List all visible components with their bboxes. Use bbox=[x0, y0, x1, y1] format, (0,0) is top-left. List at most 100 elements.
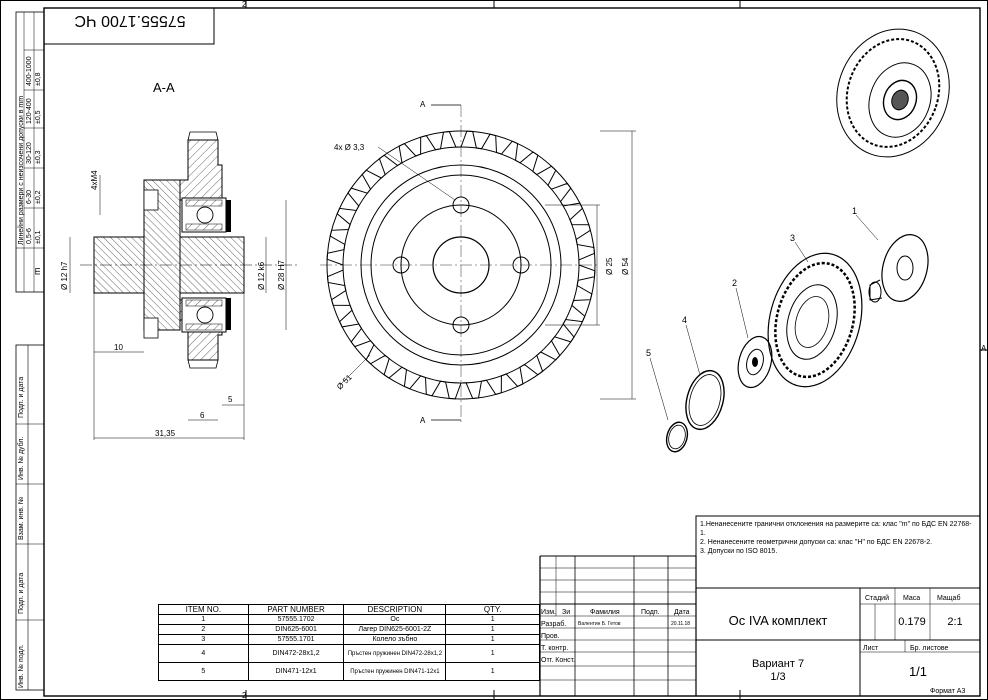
bom-row: 5 DIN471-12x1 Пръстен пружинен DIN471-12… bbox=[158, 662, 540, 681]
bom-cell-item: 4 bbox=[158, 644, 249, 663]
tb-col-izm: Изм. bbox=[541, 609, 556, 616]
tb-sheets-label: Бр. листове bbox=[910, 645, 949, 652]
tb-col-family: Фамилия bbox=[590, 609, 620, 616]
tb-scale-label: Мащаб bbox=[937, 594, 960, 602]
iso-assembled-view bbox=[836, 28, 950, 158]
bom-header-row: ITEM NO. PART NUMBER DESCRIPTION QTY. bbox=[158, 604, 540, 615]
gear-teeth bbox=[326, 130, 596, 400]
dim-d12h7: Ø 12 h7 bbox=[60, 261, 69, 290]
tol-range-2: 6-30 bbox=[26, 189, 33, 204]
drawing-number: 57555.1700 ЧС bbox=[74, 12, 185, 29]
bom-cell-part: 57555.1702 bbox=[247, 614, 345, 625]
dim-l10: 10 bbox=[114, 343, 123, 352]
tb-variant: Вариант 7 bbox=[752, 658, 804, 670]
tol-range-1: 0,5-6 bbox=[26, 228, 33, 244]
balloon-3: 3 bbox=[790, 233, 795, 243]
bom-cell-qty: 1 bbox=[445, 614, 540, 625]
title-block-lines bbox=[539, 515, 981, 696]
bom-header-qty: QTY. bbox=[445, 604, 540, 615]
dim-thread: 4xM4 bbox=[90, 170, 99, 190]
bom-cell-desc: Пръстен пружинен DIN472-28x1,2 bbox=[343, 644, 447, 663]
tolerance-title: Линейни размери с неизсочени допуски в m… bbox=[18, 95, 25, 245]
bom-cell-item: 1 bbox=[158, 614, 249, 625]
side-label-3: Взам. инв. № bbox=[18, 496, 25, 540]
dim-d28H7: Ø 28 H7 bbox=[277, 260, 286, 290]
balloon-4: 4 bbox=[682, 315, 687, 325]
side-label-5: Инв. № подл. bbox=[18, 644, 25, 688]
tol-value-1: ±0,1 bbox=[35, 230, 42, 244]
section-view: A-A 4xM4 Ø 12 h7 Ø 12 k6 Ø 28 bbox=[60, 80, 300, 440]
bom-cell-qty: 1 bbox=[445, 644, 540, 663]
tb-variant-sub: 1/3 bbox=[770, 671, 785, 683]
bom-cell-qty: 1 bbox=[445, 634, 540, 645]
bom-row: 3 57555.1701 Колело зъбно 1 bbox=[158, 634, 540, 645]
bom-table: ITEM NO. PART NUMBER DESCRIPTION QTY. 1 … bbox=[158, 604, 540, 681]
section-label: A-A bbox=[153, 80, 175, 95]
dim-d51: Ø 51 bbox=[335, 372, 354, 391]
balloon-1: 1 bbox=[852, 206, 857, 216]
bom-row: 2 DIN625-6001 Лагер DIN625-6001-2Z 1 bbox=[158, 624, 540, 635]
note-2: 2. Ненанесените геометрични допуски са: … bbox=[700, 539, 933, 546]
dim-d12k6: Ø 12 k6 bbox=[257, 261, 266, 290]
note-1: 1.Ненанесените гранични отклонения на ра… bbox=[700, 521, 972, 537]
bom-header-part: PART NUMBER bbox=[247, 604, 345, 615]
border-mark-right: A bbox=[981, 344, 987, 353]
inner-frame bbox=[43, 7, 981, 697]
dim-l5: 5 bbox=[228, 395, 233, 404]
bom-cell-item: 5 bbox=[158, 662, 249, 681]
exploded-view: 1 3 2 4 5 bbox=[646, 206, 929, 453]
tol-range-4: 120-400 bbox=[26, 98, 33, 124]
tol-range-3: 30-120 bbox=[26, 142, 33, 164]
bom-cell-desc: Ос bbox=[343, 614, 447, 625]
bom-cell-desc: Колело зъбно bbox=[343, 634, 447, 645]
dim-holes: 4x Ø 3,3 bbox=[334, 143, 365, 152]
tol-value-5: ±0,8 bbox=[35, 72, 42, 86]
tb-col-sign: Подп. bbox=[641, 609, 660, 616]
note-3: 3. Допуски по ISO 8015. bbox=[700, 548, 778, 555]
tb-sheets: 1/1 bbox=[909, 664, 927, 679]
tb-row-razrab: Разраб. bbox=[541, 620, 566, 628]
bom-row: 4 DIN472-28x1,2 Пръстен пружинен DIN472-… bbox=[158, 644, 540, 663]
balloon-5: 5 bbox=[646, 348, 651, 358]
dim-l3135: 31,35 bbox=[155, 429, 176, 438]
tb-sheet-label: Лист bbox=[863, 645, 879, 652]
cut-marker-bottom: A bbox=[420, 416, 426, 425]
cut-marker-top: A bbox=[420, 100, 426, 109]
bom-header-desc: DESCRIPTION bbox=[343, 604, 447, 615]
side-label-2: Инв. № дубл. bbox=[18, 436, 25, 480]
tb-mass: 0.179 bbox=[898, 616, 926, 628]
border-mark-top: 2 bbox=[242, 0, 247, 9]
front-view: A A 4x Ø 3,3 Ø 25 Ø 54 Ø 51 bbox=[320, 100, 636, 425]
dim-d25: Ø 25 bbox=[605, 257, 614, 275]
bom-cell-qty: 1 bbox=[445, 624, 540, 635]
bom-cell-part: DIN472-28x1,2 bbox=[247, 644, 345, 663]
tol-value-2: ±0,2 bbox=[35, 190, 42, 204]
tol-value-4: ±0,5 bbox=[35, 110, 42, 124]
tb-designer: Валентин Б. Гетов bbox=[578, 621, 621, 627]
tol-range-5: 400-1000 bbox=[26, 56, 33, 86]
tb-title: Ос IVA комплект bbox=[729, 613, 828, 628]
tb-format: Формат A3 bbox=[930, 688, 965, 695]
tb-mass-label: Маса bbox=[903, 595, 920, 602]
tb-col-zi: Зи bbox=[562, 609, 570, 616]
tb-stage-label: Стадий bbox=[865, 594, 889, 602]
tol-value-3: ±0,3 bbox=[35, 150, 42, 164]
bom-cell-item: 2 bbox=[158, 624, 249, 635]
tb-row-prov: Пров. bbox=[541, 633, 560, 640]
tb-scale: 2:1 bbox=[947, 616, 962, 628]
bom-header-item: ITEM NO. bbox=[158, 604, 249, 615]
notes: 1.Ненанесените гранични отклонения на ра… bbox=[700, 520, 976, 556]
tolerance-unit: m bbox=[32, 267, 42, 276]
bom-cell-desc: Лагер DIN625-6001-2Z bbox=[343, 624, 447, 635]
tolerance-table bbox=[15, 11, 45, 293]
bom-row: 1 57555.1702 Ос 1 bbox=[158, 614, 540, 625]
tb-date: 20.11.18 bbox=[671, 621, 690, 627]
tb-row-tkontr: Т. контр. bbox=[541, 645, 568, 652]
tb-row-otg: Отг. Конст. bbox=[541, 657, 575, 664]
dim-d54: Ø 54 bbox=[621, 257, 630, 275]
bom-cell-part: 57555.1701 bbox=[247, 634, 345, 645]
bom-cell-desc: Пръстен пружинен DIN471-12x1 bbox=[343, 662, 447, 681]
side-label-1: Подп. и дата bbox=[18, 376, 25, 418]
